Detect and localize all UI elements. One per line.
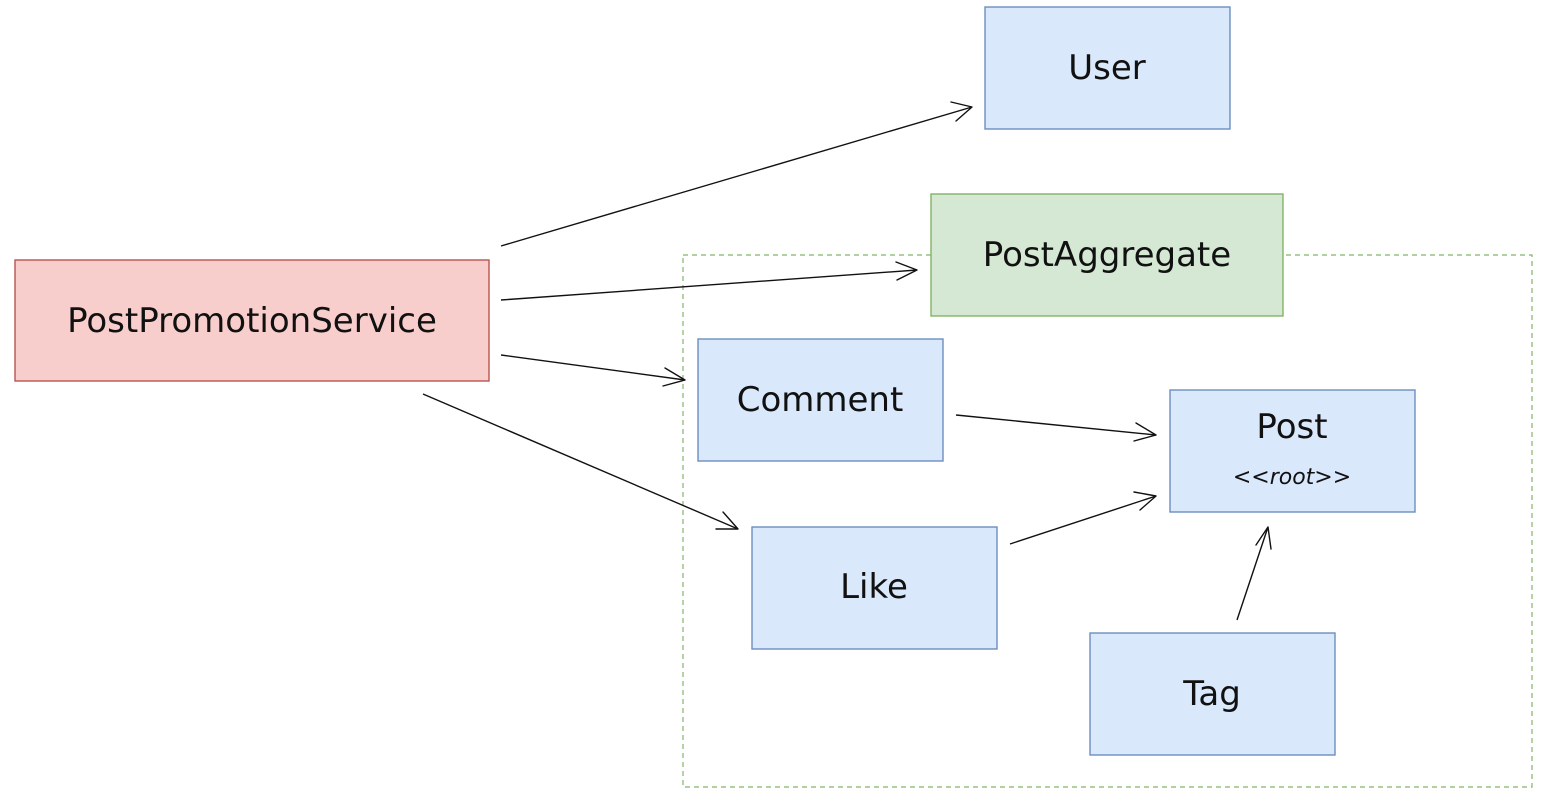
node-label: User bbox=[1068, 48, 1146, 88]
edge-service-comment bbox=[500, 354, 686, 387]
node-label: Post bbox=[1256, 407, 1327, 447]
edge-like-post bbox=[1009, 491, 1157, 545]
node-label: Tag bbox=[1182, 674, 1241, 714]
node-label: PostAggregate bbox=[983, 235, 1231, 275]
edge-service-aggregate bbox=[500, 261, 918, 301]
node-label: Like bbox=[840, 567, 908, 607]
edge-comment-post bbox=[955, 414, 1157, 442]
node-like[interactable]: Like bbox=[751, 526, 998, 650]
node-post-promotion-service[interactable]: PostPromotionService bbox=[14, 259, 490, 382]
node-user[interactable]: User bbox=[984, 6, 1231, 130]
node-stereotype: <<root>> bbox=[1233, 465, 1351, 490]
node-tag[interactable]: Tag bbox=[1089, 632, 1336, 756]
node-comment[interactable]: Comment bbox=[697, 338, 944, 462]
edge-service-user bbox=[500, 101, 973, 247]
node-label: Comment bbox=[737, 380, 904, 420]
node-label: PostPromotionService bbox=[67, 301, 437, 341]
edge-tag-post bbox=[1236, 526, 1272, 621]
edge-service-like bbox=[422, 393, 739, 530]
node-post-aggregate[interactable]: PostAggregate bbox=[930, 193, 1284, 317]
node-post[interactable]: Post <<root>> bbox=[1169, 389, 1416, 513]
